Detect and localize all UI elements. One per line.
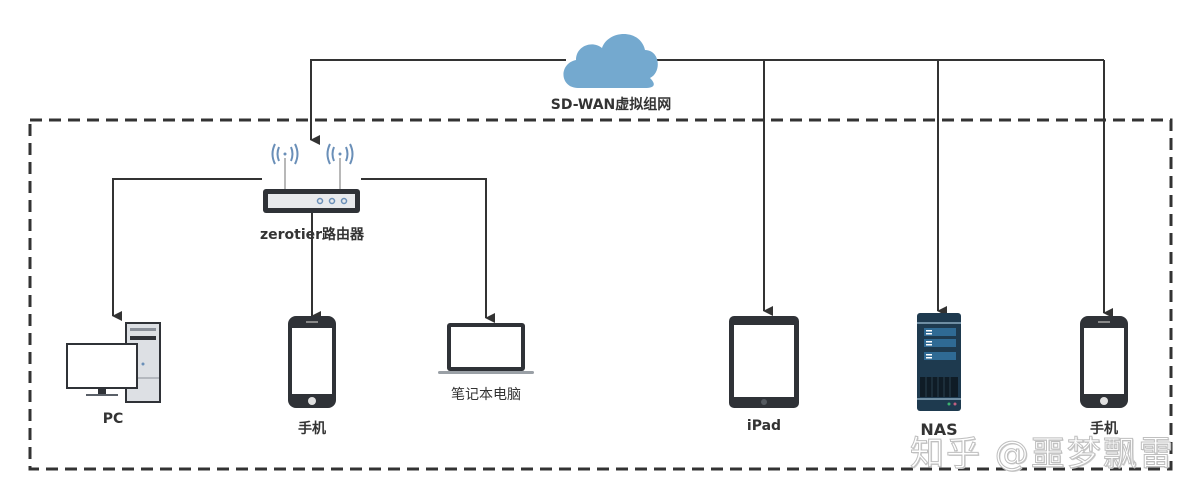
device-label-nas: NAS [920, 420, 958, 439]
lan-boundary [28, 118, 1173, 471]
router-edges [112, 178, 495, 323]
wifi-signal-icon [271, 143, 354, 165]
edge-router-laptop [361, 178, 495, 323]
smartphone-icon [288, 316, 336, 408]
cloud-icon [563, 34, 658, 88]
device-label-phone2: 手机 [1090, 421, 1118, 437]
edge-router-pc [112, 178, 262, 321]
device-label-ipad: iPad [746, 418, 782, 434]
router-label: zerotier路由器 [259, 227, 365, 243]
desktop-pc-icon [66, 322, 161, 403]
device-label-pc: PC [102, 411, 124, 427]
watermark: 知乎 @噩梦飘雷 [910, 434, 1175, 475]
router-icon [263, 143, 360, 213]
edge-cloud-router [310, 59, 566, 145]
tablet-icon [729, 316, 799, 408]
nas-server-icon [917, 313, 961, 411]
cloud-edges [310, 59, 1113, 318]
smartphone-icon [1080, 316, 1128, 408]
device-label-laptop: 笔记本电脑 [451, 387, 521, 403]
laptop-icon [438, 323, 534, 374]
cloud-label: SD-WAN虚拟组网 [550, 97, 672, 113]
device-label-phone1: 手机 [298, 421, 326, 437]
